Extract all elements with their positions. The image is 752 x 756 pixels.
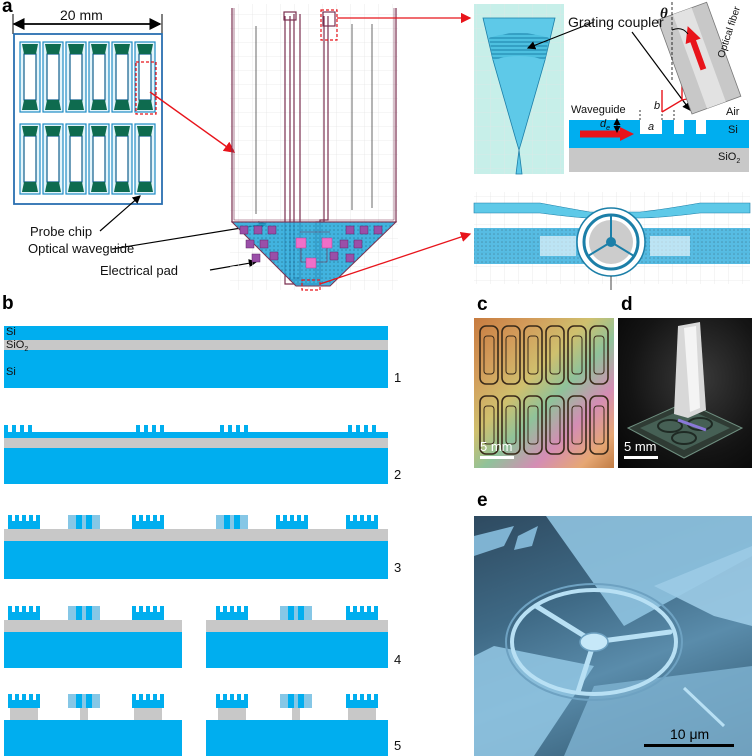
zoom-arrow-resonator (319, 231, 472, 285)
si-top-label: Si (6, 326, 16, 338)
si-label: Si (728, 124, 738, 136)
panel-label-a: a (2, 0, 13, 17)
pad-square (329, 251, 339, 261)
electrical-pad-label: Electrical pad (100, 263, 179, 278)
scale-bar-e (644, 744, 734, 747)
pad-square (267, 225, 277, 235)
chip-cells (19, 41, 156, 195)
step-4-label: 4 (394, 652, 402, 667)
pad-square (373, 225, 383, 235)
si-bottom-label: Si (6, 366, 16, 378)
pad-square (353, 239, 363, 249)
wafer-photo: 5 mm (474, 318, 614, 468)
scale-label-c: 5 mm (480, 439, 513, 454)
air-label: Air (726, 106, 740, 118)
sio2-layer-label: SiO2 (6, 339, 29, 354)
probe-chip-label: Probe chip (30, 224, 93, 239)
step-1-label: 1 (394, 370, 402, 385)
pad-square (239, 225, 249, 235)
pad-square (251, 253, 261, 263)
packaged-probe-photo: 5 mm (618, 318, 752, 468)
scale-bar-d (624, 456, 658, 459)
panel-a-overlay (12, 1, 751, 291)
step-3-label: 3 (394, 560, 402, 575)
xsec-grating-slots (640, 120, 706, 134)
optical-fiber (657, 1, 742, 115)
panel-label-d: d (621, 294, 633, 315)
chip-highlight-box (135, 61, 157, 115)
scale-label-d: 5 mm (624, 439, 657, 454)
panel-label-c: c (477, 294, 488, 315)
scale-label-e: 10 μm (670, 726, 710, 742)
a-label: a (648, 121, 655, 133)
sio2-label: SiO2 (718, 151, 741, 166)
step-2-label: 2 (394, 467, 402, 482)
grating-coupler-label: Grating coupler (568, 14, 664, 30)
grating-teeth (489, 33, 549, 60)
panel-label-e: e (477, 490, 488, 511)
xsec-sio2-layer (569, 148, 749, 172)
panel-label-b: b (2, 293, 14, 314)
pad-square (245, 239, 255, 249)
b-label: b (654, 100, 661, 112)
pad-square (253, 225, 263, 235)
pad-square (359, 225, 369, 235)
bus-waveguide (473, 202, 751, 219)
electrical-pads (239, 225, 383, 263)
scale-bar-c (480, 456, 514, 459)
pad-square (259, 239, 269, 249)
chip-width-label: 20 mm (60, 7, 103, 23)
pad-square (269, 251, 279, 261)
step-5-label: 5 (394, 738, 402, 753)
waveguide-label: Waveguide (571, 104, 626, 116)
sem-image: 10 μm (474, 516, 752, 756)
pad-square (345, 253, 355, 263)
theta-label: θ (660, 6, 668, 22)
optical-waveguide-label: Optical waveguide (28, 241, 135, 256)
de-label: de (600, 118, 611, 133)
chip-zoom-arrow (149, 91, 236, 153)
pad-square (339, 239, 349, 249)
pad-square (345, 225, 355, 235)
electrical-pad-region (232, 222, 396, 286)
